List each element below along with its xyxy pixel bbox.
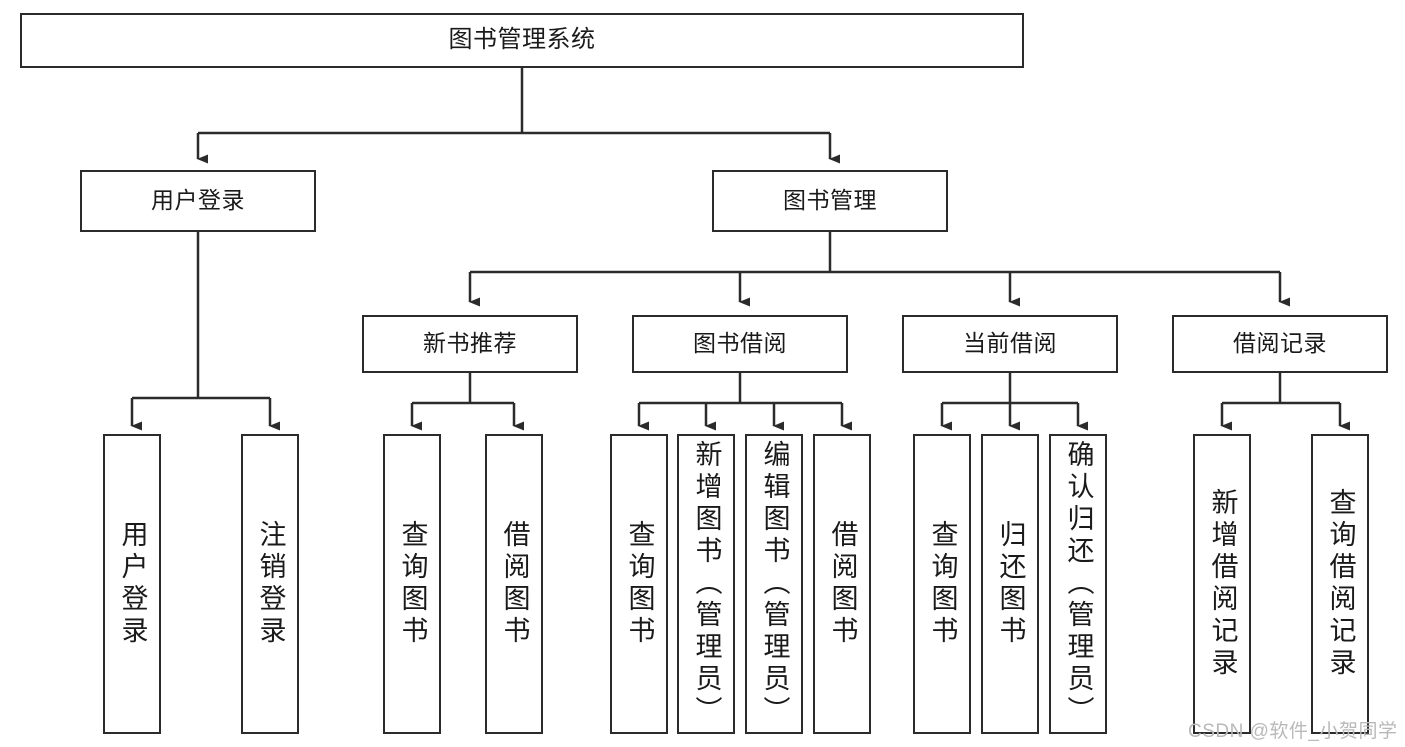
node-borrow-record[interactable]: 借阅记录 (1172, 315, 1388, 373)
node-leaf-borrow-book-recommend[interactable]: 借阅图书 (485, 434, 543, 734)
node-label: 查询图书 (927, 520, 958, 648)
node-label: 查询图书 (397, 520, 428, 648)
node-label: 编辑图书（管理员） (759, 440, 790, 728)
node-leaf-add-book-admin[interactable]: 新增图书（管理员） (677, 434, 735, 734)
node-label: 图书管理 (783, 187, 877, 214)
node-label: 查询图书 (624, 520, 655, 648)
node-leaf-confirm-return-admin[interactable]: 确认归还（管理员） (1049, 434, 1107, 734)
node-label: 图书管理系统 (448, 26, 596, 54)
node-label: 注销登录 (255, 520, 286, 648)
node-leaf-query-book-current[interactable]: 查询图书 (913, 434, 971, 734)
node-label: 查询借阅记录 (1325, 488, 1356, 680)
node-label: 归还图书 (995, 520, 1026, 648)
node-label: 借阅记录 (1233, 330, 1327, 357)
node-label: 新增图书（管理员） (691, 440, 722, 728)
node-leaf-edit-book-admin[interactable]: 编辑图书（管理员） (745, 434, 803, 734)
csdn-watermark: CSDN @软件_小贺同学 (1188, 721, 1398, 742)
node-label: 新书推荐 (423, 330, 517, 357)
node-label: 图书借阅 (693, 330, 787, 357)
node-new-book-recommend[interactable]: 新书推荐 (362, 315, 578, 373)
node-leaf-return-book[interactable]: 归还图书 (981, 434, 1039, 734)
node-leaf-query-book-recommend[interactable]: 查询图书 (383, 434, 441, 734)
node-leaf-borrow-book[interactable]: 借阅图书 (813, 434, 871, 734)
node-root-system[interactable]: 图书管理系统 (20, 13, 1024, 68)
node-label: 借阅图书 (499, 520, 530, 648)
node-label: 确认归还（管理员） (1063, 440, 1094, 728)
node-label: 借阅图书 (827, 520, 858, 648)
node-leaf-logout[interactable]: 注销登录 (241, 434, 299, 734)
node-leaf-user-login[interactable]: 用户登录 (103, 434, 161, 734)
node-book-borrow[interactable]: 图书借阅 (632, 315, 848, 373)
node-label: 用户登录 (151, 187, 245, 214)
node-user-login[interactable]: 用户登录 (80, 170, 316, 232)
node-leaf-query-borrow-record[interactable]: 查询借阅记录 (1311, 434, 1369, 734)
node-leaf-query-book-borrow[interactable]: 查询图书 (610, 434, 668, 734)
node-current-borrow[interactable]: 当前借阅 (902, 315, 1118, 373)
node-label: 当前借阅 (963, 330, 1057, 357)
node-label: 新增借阅记录 (1207, 488, 1238, 680)
node-leaf-add-borrow-record[interactable]: 新增借阅记录 (1193, 434, 1251, 734)
node-label: 用户登录 (117, 520, 148, 648)
node-book-management[interactable]: 图书管理 (712, 170, 948, 232)
